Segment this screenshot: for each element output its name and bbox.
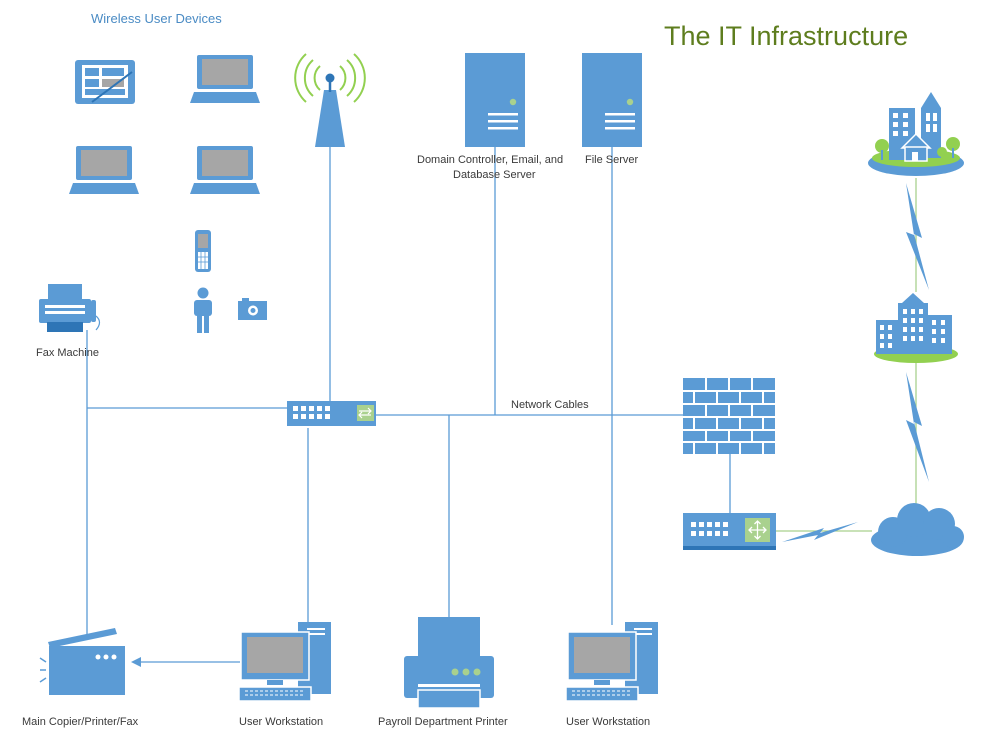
- network-cables-label: Network Cables: [511, 399, 589, 411]
- person-icon: [194, 287, 212, 333]
- main-copier-label: Main Copier/Printer/Fax: [22, 716, 139, 728]
- fax-machine-label: Fax Machine: [36, 347, 99, 359]
- tablet-icon: [75, 60, 135, 104]
- laptop-icon: [190, 146, 260, 194]
- network-cables: [54, 147, 731, 667]
- wireless-antenna-icon: [294, 53, 366, 147]
- copier-icon: [39, 628, 125, 695]
- server-icon: [465, 53, 525, 147]
- server-icon: [582, 53, 642, 147]
- printer-icon: [404, 617, 494, 709]
- payroll-printer-label: Payroll Department Printer: [378, 716, 508, 728]
- firewall-icon: [683, 378, 775, 454]
- camera-icon: [238, 298, 267, 320]
- wireless-devices-label: Wireless User Devices: [91, 11, 222, 26]
- phone-icon: [195, 230, 211, 272]
- domain-controller-label-line1: Domain Controller, Email, and: [417, 154, 564, 166]
- building-icon: [874, 293, 958, 363]
- router-icon: [683, 513, 776, 550]
- user-workstation-1-label: User Workstation: [239, 716, 324, 728]
- city-icon: [868, 92, 964, 176]
- user-workstation-2-label: User Workstation: [566, 716, 651, 728]
- cloud-icon: [871, 503, 964, 556]
- switch-icon: [287, 401, 376, 426]
- laptop-icon: [190, 55, 260, 103]
- lightning-icon: [906, 372, 929, 482]
- workstation-icon: [238, 622, 331, 702]
- workstation-icon: [565, 622, 658, 702]
- lightning-icon: [782, 522, 858, 542]
- domain-controller-label-line2: Database Server: [453, 169, 536, 181]
- diagram-title: The IT Infrastructure: [664, 21, 909, 51]
- fax-icon: [39, 284, 101, 332]
- lightning-icon: [906, 183, 929, 290]
- laptop-icon: [69, 146, 139, 194]
- arrow-to-copier: [131, 657, 141, 667]
- file-server-label: File Server: [585, 154, 639, 166]
